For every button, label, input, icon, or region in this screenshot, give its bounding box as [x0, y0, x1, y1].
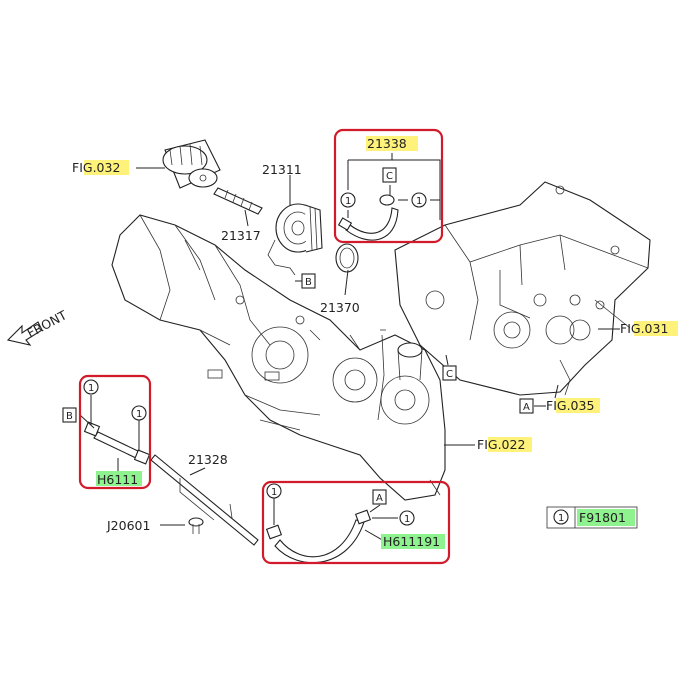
label-j20601[interactable]: J20601: [106, 518, 150, 533]
svg-text:1: 1: [271, 487, 277, 498]
highlight-fig032: [84, 160, 129, 175]
circle-1-left-a: 1: [83, 379, 99, 395]
label-fig035[interactable]: FIG.035: [546, 398, 594, 413]
label-h611191[interactable]: H611191: [383, 534, 440, 549]
svg-text:1: 1: [88, 383, 94, 394]
label-f91801[interactable]: F91801: [579, 510, 626, 525]
label-h6111[interactable]: H6111: [97, 472, 138, 487]
marker-a-block: A: [519, 398, 534, 414]
highlight-box-h611191: [261, 480, 451, 565]
circle-1-left-b: 1: [131, 405, 147, 421]
highlight-box-21338: [333, 128, 444, 244]
label-21338[interactable]: 21338: [367, 136, 407, 151]
label-fig032[interactable]: FIG.032: [72, 160, 120, 175]
front-arrow-icon: [6, 321, 43, 346]
marker-c-block: C: [442, 365, 457, 381]
label-fig031[interactable]: FIG.031: [620, 321, 668, 336]
engine-cover-drawing: [111, 214, 446, 501]
hose-21338-drawing: [337, 194, 399, 241]
highlight-fig031: [634, 321, 678, 336]
oil-filter-drawing: [162, 139, 221, 189]
highlight-fig022: [488, 437, 532, 452]
marker-a-bottom: A: [372, 489, 387, 505]
pipe-21328-drawing: [150, 454, 259, 546]
highlight-h6111: [96, 471, 142, 486]
highlight-21338: [366, 136, 418, 151]
label-front: FRONT: [24, 307, 69, 340]
bolt-21317-drawing: [213, 187, 263, 215]
highlight-h611191: [381, 534, 445, 549]
svg-text:B: B: [66, 411, 73, 422]
svg-text:A: A: [376, 493, 383, 504]
o-ring-drawing: [335, 243, 359, 273]
legend-f91801: 1 F91801: [546, 506, 638, 529]
circle-1-top-left: 1: [340, 192, 356, 208]
circle-1-bottom-left: 1: [266, 483, 282, 499]
circle-1-top-right: 1: [411, 192, 427, 208]
highlight-box-h6111: [78, 374, 152, 490]
svg-text:1: 1: [345, 196, 351, 207]
highlight-fig035: [556, 398, 600, 413]
svg-text:C: C: [446, 369, 453, 380]
hose-h6111-drawing: [83, 421, 151, 465]
label-21317[interactable]: 21317: [221, 228, 261, 243]
label-21370[interactable]: 21370: [320, 300, 360, 315]
circle-1-bottom-right: 1: [399, 510, 415, 526]
label-21328[interactable]: 21328: [188, 452, 228, 467]
highlight-f91801: [577, 509, 635, 526]
label-fig022[interactable]: FIG.022: [477, 437, 525, 452]
svg-text:C: C: [386, 171, 393, 182]
svg-text:B: B: [305, 277, 312, 288]
marker-c-top: C: [382, 167, 397, 183]
oil-cooler-drawing: [267, 203, 323, 276]
engine-block-drawing: [394, 181, 651, 396]
svg-text:1: 1: [558, 513, 564, 524]
svg-text:1: 1: [404, 514, 410, 525]
marker-b-left: B: [62, 407, 77, 423]
svg-text:1: 1: [416, 196, 422, 207]
marker-b-cooler: B: [301, 273, 316, 289]
label-21311[interactable]: 21311: [262, 162, 302, 177]
hose-h611191-drawing: [265, 509, 372, 564]
svg-text:A: A: [523, 402, 530, 413]
leader-lines: [79, 153, 620, 542]
svg-text:1: 1: [136, 409, 142, 420]
